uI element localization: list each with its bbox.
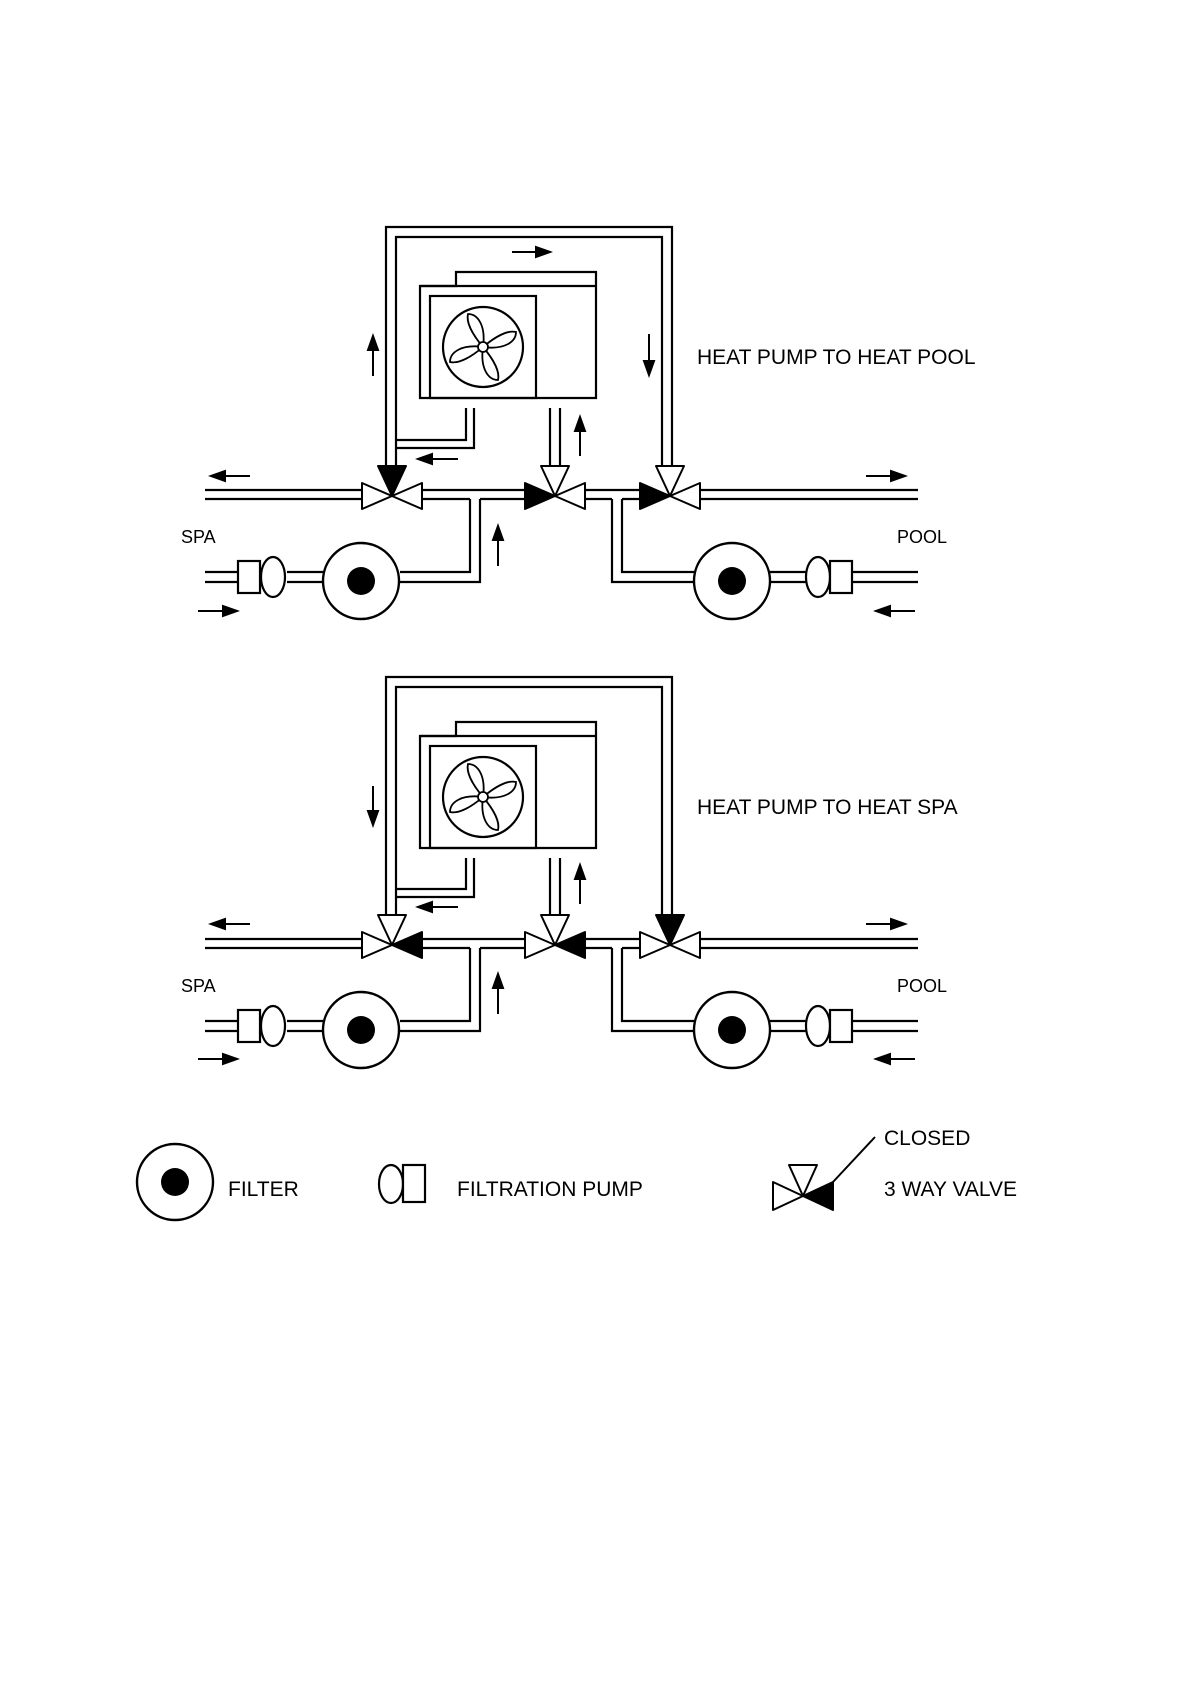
diagram-1-caption: HEAT PUMP TO HEAT POOL — [697, 347, 976, 368]
diagram-heat-pool — [205, 227, 918, 597]
pool-filter-icon — [694, 543, 770, 619]
middle-valve-icon — [525, 466, 585, 509]
spa-filter-icon — [323, 543, 399, 619]
legend-filter-label: FILTER — [228, 1179, 299, 1200]
diagram-2-caption: HEAT PUMP TO HEAT SPA — [697, 797, 958, 818]
legend-pump-icon — [379, 1165, 425, 1203]
middle-valve-icon-2 — [525, 915, 585, 958]
diagram-2-pool-label: POOL — [897, 977, 947, 995]
pool-valve-icon-2 — [640, 915, 700, 958]
diagram-1-spa-label: SPA — [181, 528, 216, 546]
flow-arrows — [198, 247, 915, 616]
diagram-heat-spa — [205, 677, 918, 1046]
legend-valve-label: 3 WAY VALVE — [884, 1179, 1017, 1200]
legend-filter-icon — [137, 1144, 213, 1220]
spa-valve-icon-2 — [362, 915, 422, 958]
spa-filter-icon-2 — [323, 992, 399, 1068]
diagram-1-pool-label: POOL — [897, 528, 947, 546]
legend-closed-label: CLOSED — [884, 1128, 970, 1149]
legend-pump-label: FILTRATION PUMP — [457, 1179, 643, 1200]
pool-valve-icon — [640, 466, 700, 509]
pool-filter-icon-2 — [694, 992, 770, 1068]
diagram-2-spa-label: SPA — [181, 977, 216, 995]
spa-valve-icon — [362, 466, 422, 509]
legend-valve-icon — [773, 1137, 875, 1210]
